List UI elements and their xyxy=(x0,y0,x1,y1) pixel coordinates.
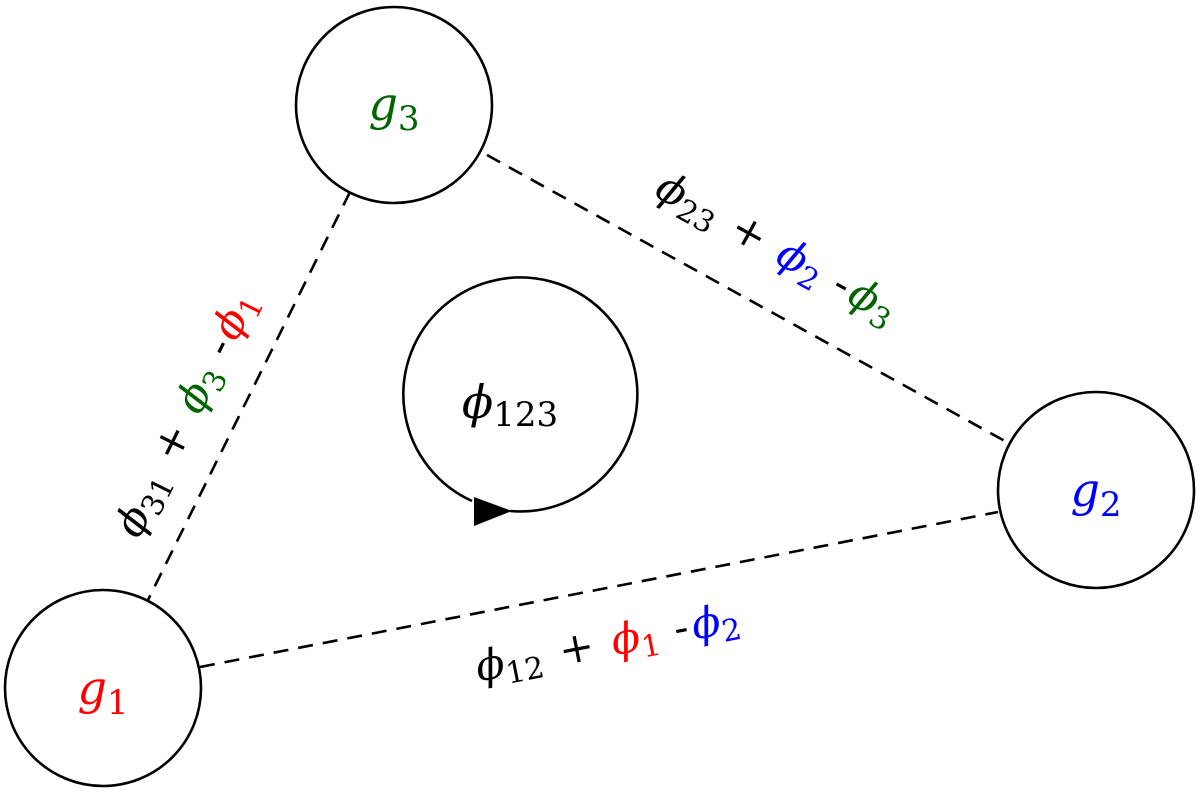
node-g2-symbol: g xyxy=(1070,463,1099,517)
edge-label-e31: ϕ31+ϕ3-ϕ1 xyxy=(104,283,272,547)
edge-g3-g1 xyxy=(146,191,352,601)
edge-label-e23: ϕ23+ϕ2-ϕ3 xyxy=(645,161,906,339)
node-g2-sub: 2 xyxy=(1100,485,1122,525)
edge-g3-g2 xyxy=(486,153,1013,447)
node-g1: g1 xyxy=(3,588,203,788)
node-g3-circle xyxy=(294,5,494,205)
node-g3-sub: 3 xyxy=(398,99,420,139)
loop-symbol: ϕ xyxy=(462,375,493,429)
loop-arrowhead xyxy=(474,497,512,526)
edge-label-e23-text: ϕ23+ϕ2-ϕ3 xyxy=(645,161,906,339)
e12-base-sub: 12 xyxy=(503,650,547,692)
loop-circle xyxy=(402,276,639,513)
node-g3: g3 xyxy=(294,5,494,205)
node-g2-circle xyxy=(996,390,1196,590)
edge-g1-g2 xyxy=(199,510,999,669)
loop-sub: 123 xyxy=(493,395,558,435)
e23-plus: + xyxy=(722,202,776,262)
node-g2: g2 xyxy=(996,390,1196,590)
edge-label-e31-text: ϕ31+ϕ3-ϕ1 xyxy=(104,283,272,547)
e12-term-b-symbol: ϕ xyxy=(687,596,724,650)
loop-label: ϕ123 xyxy=(462,375,558,435)
loop-phi123: ϕ123 xyxy=(402,276,639,526)
edge-label-e12-text: ϕ12+ϕ1-ϕ2 xyxy=(471,592,744,697)
e12-term-a-symbol: ϕ xyxy=(607,611,644,665)
node-g3-label: g3 xyxy=(368,77,419,139)
e12-plus: + xyxy=(554,620,598,675)
node-g2-label: g2 xyxy=(1070,463,1121,525)
edge-label-e12: ϕ12+ϕ1-ϕ2 xyxy=(471,592,744,697)
e12-base-symbol: ϕ xyxy=(471,638,508,692)
node-g1-sub: 1 xyxy=(107,683,129,723)
node-g1-circle xyxy=(3,588,203,788)
node-g1-symbol: g xyxy=(77,661,106,715)
node-g3-symbol: g xyxy=(368,77,397,131)
node-g1-label: g1 xyxy=(77,661,128,723)
e31-plus: + xyxy=(141,415,201,468)
